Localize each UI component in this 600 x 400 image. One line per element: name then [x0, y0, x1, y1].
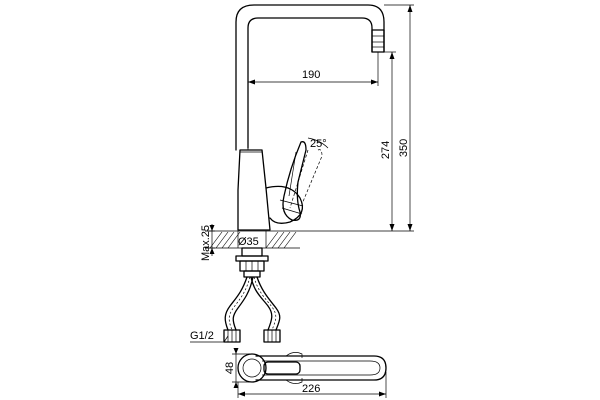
faucet-side-view: 25° [205, 4, 385, 343]
dim-counter-thickness-label: Max.25 [200, 225, 212, 261]
dimension-overall-length: 226 [237, 372, 387, 398]
top-view-body-circle [237, 353, 267, 383]
dim-hole-diameter-label: Ø35 [238, 236, 259, 248]
dimension-counter-thickness: Max.25 [200, 224, 215, 261]
dim-spout-height-label: 274 [380, 141, 392, 159]
mounting-washer [235, 255, 269, 262]
lever-angle-arc [307, 137, 329, 149]
dimension-hole-diameter: Ø35 [238, 236, 259, 248]
dimension-base-depth: 48 [224, 348, 252, 388]
lever-rotation-dashed [301, 149, 323, 205]
spout-aerator [371, 29, 385, 53]
top-view-lever [263, 361, 301, 375]
spout-outer-outline [235, 4, 385, 151]
dim-base-depth-label: 48 [224, 362, 236, 374]
dim-total-height-label: 350 [398, 139, 410, 157]
countertop-hatch-left [209, 231, 241, 249]
supply-hose-left [224, 276, 254, 331]
faucet-body [237, 149, 271, 231]
dim-reach-label: 190 [302, 69, 320, 81]
dimension-spout-height: 274 [380, 51, 396, 231]
dim-overall-length-label: 226 [302, 383, 320, 395]
faucet-top-view [237, 352, 387, 384]
mounting-shank [241, 247, 263, 257]
dimension-total-height: 350 [300, 4, 414, 232]
countertop-hatch-right [265, 231, 297, 249]
dim-connection-thread-label: G1/2 [190, 330, 214, 342]
supply-hose-right [250, 276, 281, 331]
lever-handle [282, 141, 307, 221]
top-view-spout-outline [255, 355, 387, 381]
dimension-reach: 190 [247, 52, 379, 150]
spout-inner-outline [247, 17, 373, 149]
dim-lever-angle-label: 25° [310, 138, 327, 150]
dimension-connection-thread: G1/2 [190, 330, 229, 343]
